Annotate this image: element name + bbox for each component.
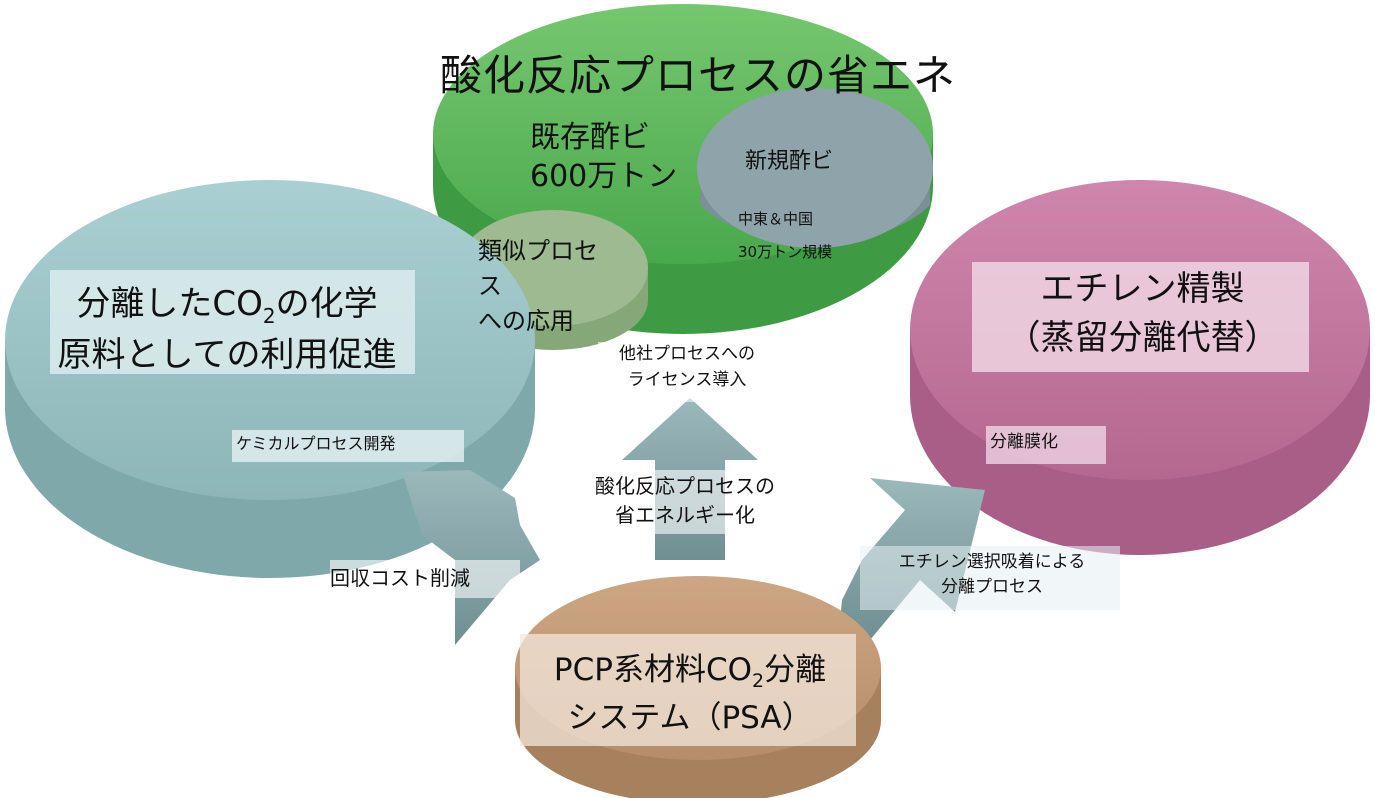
left-title-part2: の化学 原料としての利用促進 <box>57 284 397 375</box>
pcp-title-part2: 分離 システム（PSA） <box>567 652 827 736</box>
chem-box <box>232 430 464 462</box>
left-title-box <box>50 270 415 374</box>
cost-box <box>330 560 520 598</box>
ethylene-label: エチレン選択吸着による 分離プロセス <box>898 552 1086 597</box>
arrow-up-left <box>402 470 540 645</box>
left-title: 分離したCO2の化学 原料としての利用促進 <box>52 280 402 380</box>
chem-dev-label: ケミカルプロセス開発 <box>236 434 396 453</box>
pcp-title-part1: PCP系材料CO <box>553 652 752 688</box>
left-title-subscript: 2 <box>262 303 276 328</box>
new-product-disk <box>697 88 933 248</box>
cost-label: 回収コスト削減 <box>330 566 470 590</box>
membrane-box <box>986 426 1106 464</box>
ethylene-box <box>860 546 1120 610</box>
top-title: 酸化反応プロセスの省エネ <box>440 51 957 100</box>
license-box <box>598 342 778 402</box>
energy-box <box>555 470 815 534</box>
new-product-label: 新規酢ビ <box>745 149 834 174</box>
license-label: 他社プロセスへの ライセンス導入 <box>619 344 755 390</box>
new-region-label: 中東＆中国 <box>738 210 814 228</box>
existing-product-label: 既存酢ビ 600万トン <box>530 120 678 194</box>
right-title: エチレン精製 （蒸留分離代替） <box>1006 269 1279 359</box>
new-scale-label: 30万トン規模 <box>738 243 833 261</box>
right-title-box <box>972 262 1309 372</box>
pcp-title: PCP系材料CO2分離 システム（PSA） <box>530 648 850 741</box>
pcp-title-subscript: 2 <box>752 670 765 693</box>
energy-label: 酸化反応プロセスの 省エネルギー化 <box>595 474 775 527</box>
left-title-part1: 分離したCO <box>76 284 263 324</box>
pcp-box <box>520 634 856 746</box>
membrane-label: 分離膜化 <box>990 432 1058 452</box>
similar-process-label: 類似プロセス への応用 <box>478 237 598 335</box>
